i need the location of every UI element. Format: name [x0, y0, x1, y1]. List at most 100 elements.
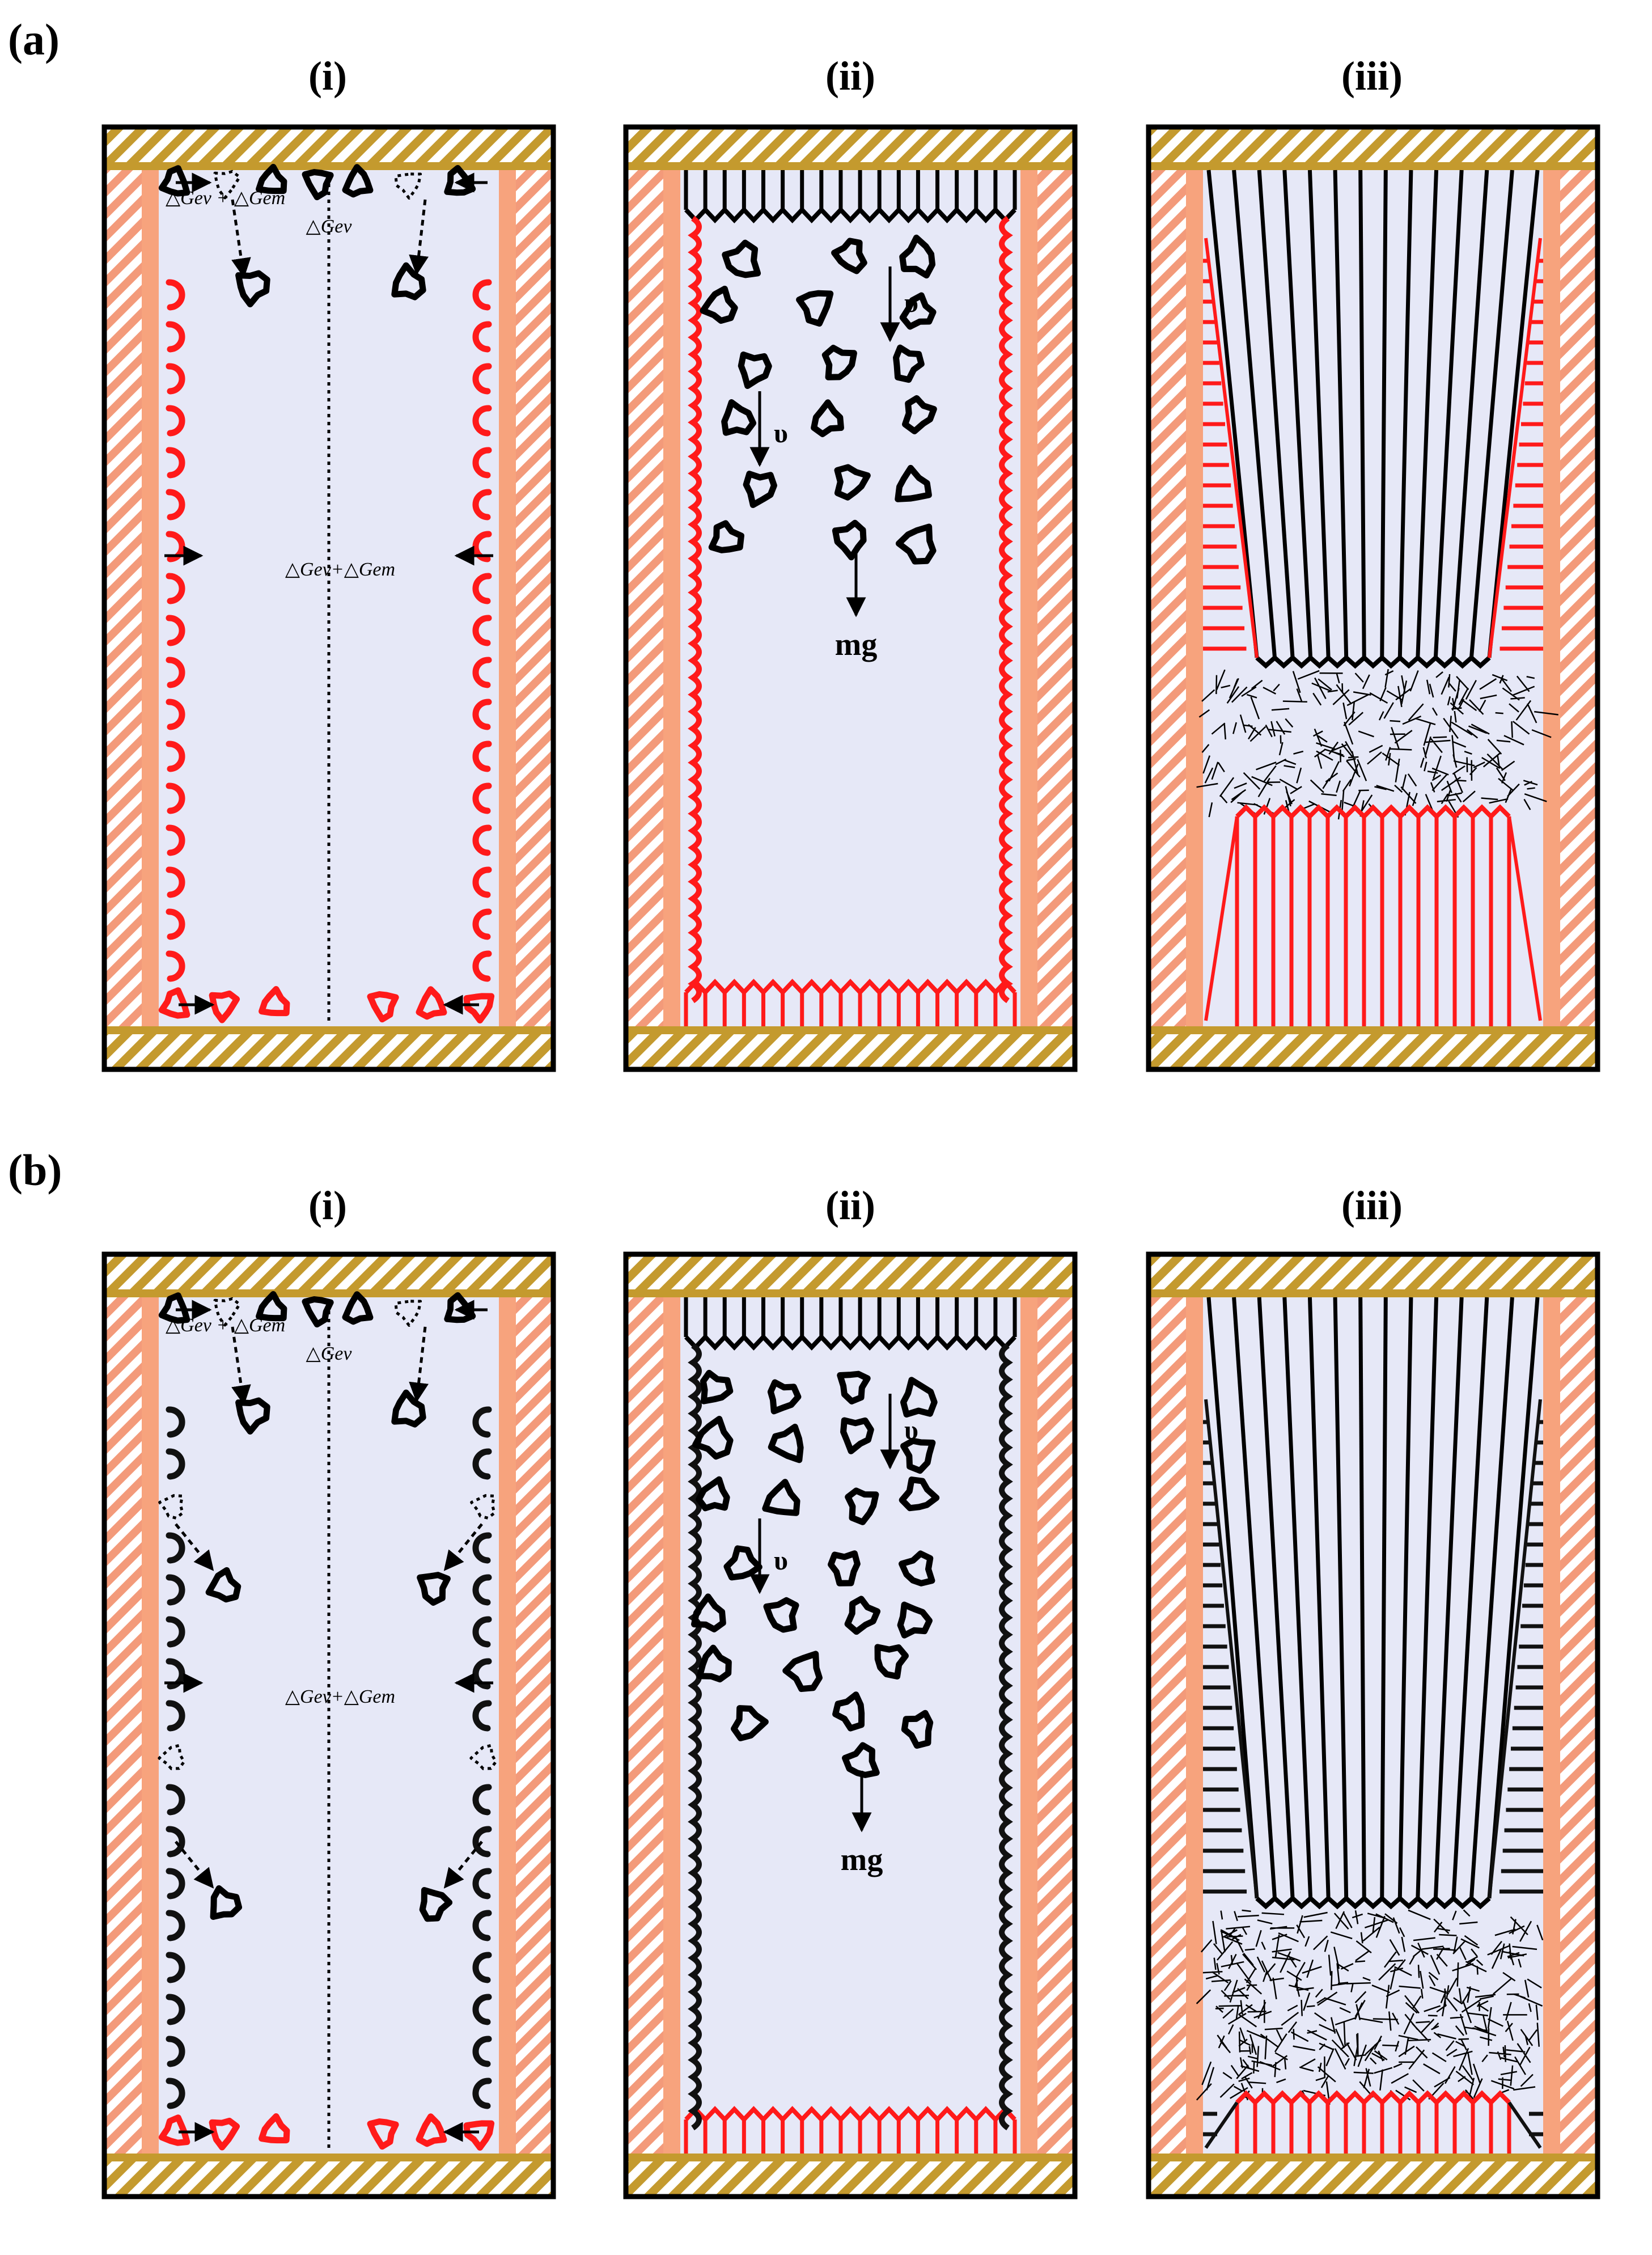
free-nucleus: [902, 395, 937, 434]
bottom-crystal: [259, 2113, 290, 2144]
wall-crystal: [166, 2036, 185, 2067]
dotted-nucleus: [470, 1494, 496, 1520]
wall-crystal: [166, 1826, 185, 1858]
mold-wall-right: [1020, 1297, 1037, 2154]
chill-edge-left: [1204, 816, 1239, 1021]
melt: [1203, 1297, 1543, 2154]
wall-crystal: [166, 1952, 185, 1983]
mold-wall-left: [142, 170, 159, 1026]
melt: [1203, 170, 1543, 1026]
bottom-plate-edge: [624, 1026, 1077, 1034]
equiaxed-grains: [1196, 1909, 1544, 2108]
wall-crystal: [472, 405, 492, 437]
bottom-plate: [102, 2159, 556, 2199]
wall-crystal: [472, 741, 492, 772]
top-columnar-front: [684, 1334, 1016, 1351]
mold-wall-right: [1543, 1297, 1560, 2154]
wall-crystal: [472, 1700, 492, 1732]
free-nucleus: [767, 1379, 802, 1415]
annotation-middle: △Gev+△Gem: [285, 1686, 395, 1707]
free-nucleus: [840, 1417, 874, 1454]
wall-crystal: [472, 1952, 492, 1983]
chill-edge-left: [1204, 2101, 1239, 2149]
mold-wall-left: [1186, 1297, 1203, 2154]
free-nucleus: [899, 1476, 940, 1512]
free-nucleus: [691, 1593, 726, 1632]
columnar-grain: [1433, 170, 1464, 658]
wall-crystal: [472, 447, 492, 479]
wall-crystal: [166, 1784, 185, 1816]
arrow-detach-right: [409, 1326, 429, 1403]
bottom-columnar-stems: [684, 2119, 1017, 2154]
free-nucleus: [700, 285, 738, 324]
free-nucleus: [893, 344, 925, 383]
top-plate: [1146, 1252, 1600, 1292]
wall-crystal: [472, 950, 492, 982]
top-plate: [624, 1252, 1077, 1292]
row-label-b: (b): [8, 1145, 62, 1195]
wall-crystal: [472, 782, 492, 814]
wall-crystal: [472, 531, 492, 562]
falling-nucleus: [391, 262, 426, 301]
velocity-label: υ: [774, 418, 788, 449]
wall-crystal: [472, 1868, 492, 1899]
wall-crystal: [166, 1574, 185, 1606]
wall-crystal: [166, 321, 185, 353]
wall-crystal: [472, 699, 492, 730]
panel-border: [1146, 1251, 1600, 2199]
bottom-plate-edge: [624, 2154, 1077, 2161]
free-nucleus: [834, 464, 871, 501]
panel-title-b-i: (i): [308, 1183, 347, 1228]
mold-wall-right: [499, 1297, 516, 2154]
columnar-grain: [1416, 1297, 1439, 1899]
columnar-grain: [1232, 1297, 1277, 1899]
wall-crystal: [166, 1532, 185, 1564]
columnar-front: [1255, 654, 1491, 669]
free-nucleus: [828, 1550, 861, 1586]
wall-crystal: [166, 363, 185, 395]
mold-wall-left: [663, 1297, 680, 2154]
mold-wall-left: [663, 170, 680, 1026]
columnar-grain: [1380, 1297, 1388, 1899]
columnar-grain: [1206, 170, 1259, 658]
wall-crystal: [166, 573, 185, 604]
wall-crystal: [166, 950, 185, 982]
wall-crystal: [166, 866, 185, 898]
velocity-label: υ: [774, 1546, 788, 1576]
wedge-edge-right: [1488, 238, 1542, 658]
bottom-crystal: [209, 2117, 240, 2151]
free-nucleus: [900, 1437, 936, 1474]
free-nucleus: [895, 523, 937, 565]
free-nucleus: [844, 1596, 881, 1635]
free-nucleus: [696, 1476, 730, 1512]
wall-crystal: [472, 1658, 492, 1690]
wall-crystal: [472, 1448, 492, 1480]
free-nucleus: [831, 238, 867, 274]
free-nucleus: [897, 1601, 933, 1639]
free-nucleus: [743, 471, 777, 508]
columnar-grain: [1433, 1297, 1464, 1899]
panel-a-i: △Gev + △Gem△Gev△Gev+△Gem: [101, 124, 556, 1072]
falling-nucleus: [235, 1397, 270, 1435]
wall-crystal: [472, 279, 492, 311]
top-plate-edge: [624, 1289, 1077, 1297]
top-plate-edge: [102, 162, 556, 170]
mold-wall-left: [1186, 170, 1203, 1026]
wall-crystal: [166, 405, 185, 437]
columnar-grain: [1282, 1297, 1313, 1899]
wall-crystal: [472, 1910, 492, 1941]
detached-nucleus: [205, 1567, 242, 1603]
wall-crystal: [166, 447, 185, 479]
wall-crystal: [472, 657, 492, 688]
columnar-grain: [1307, 1297, 1331, 1899]
wall-crystal: [166, 741, 185, 772]
wall-crystal: [472, 908, 492, 940]
bottom-columnar-front: [684, 2106, 1016, 2123]
panel-b-i: △Gev + △Gem△Gev△Gev+△Gem: [101, 1251, 556, 2199]
top-columnar-stems: [684, 170, 1017, 210]
chill-edge-right: [1507, 2101, 1542, 2149]
free-nucleus: [901, 1710, 934, 1749]
wall-crystal: [472, 363, 492, 395]
